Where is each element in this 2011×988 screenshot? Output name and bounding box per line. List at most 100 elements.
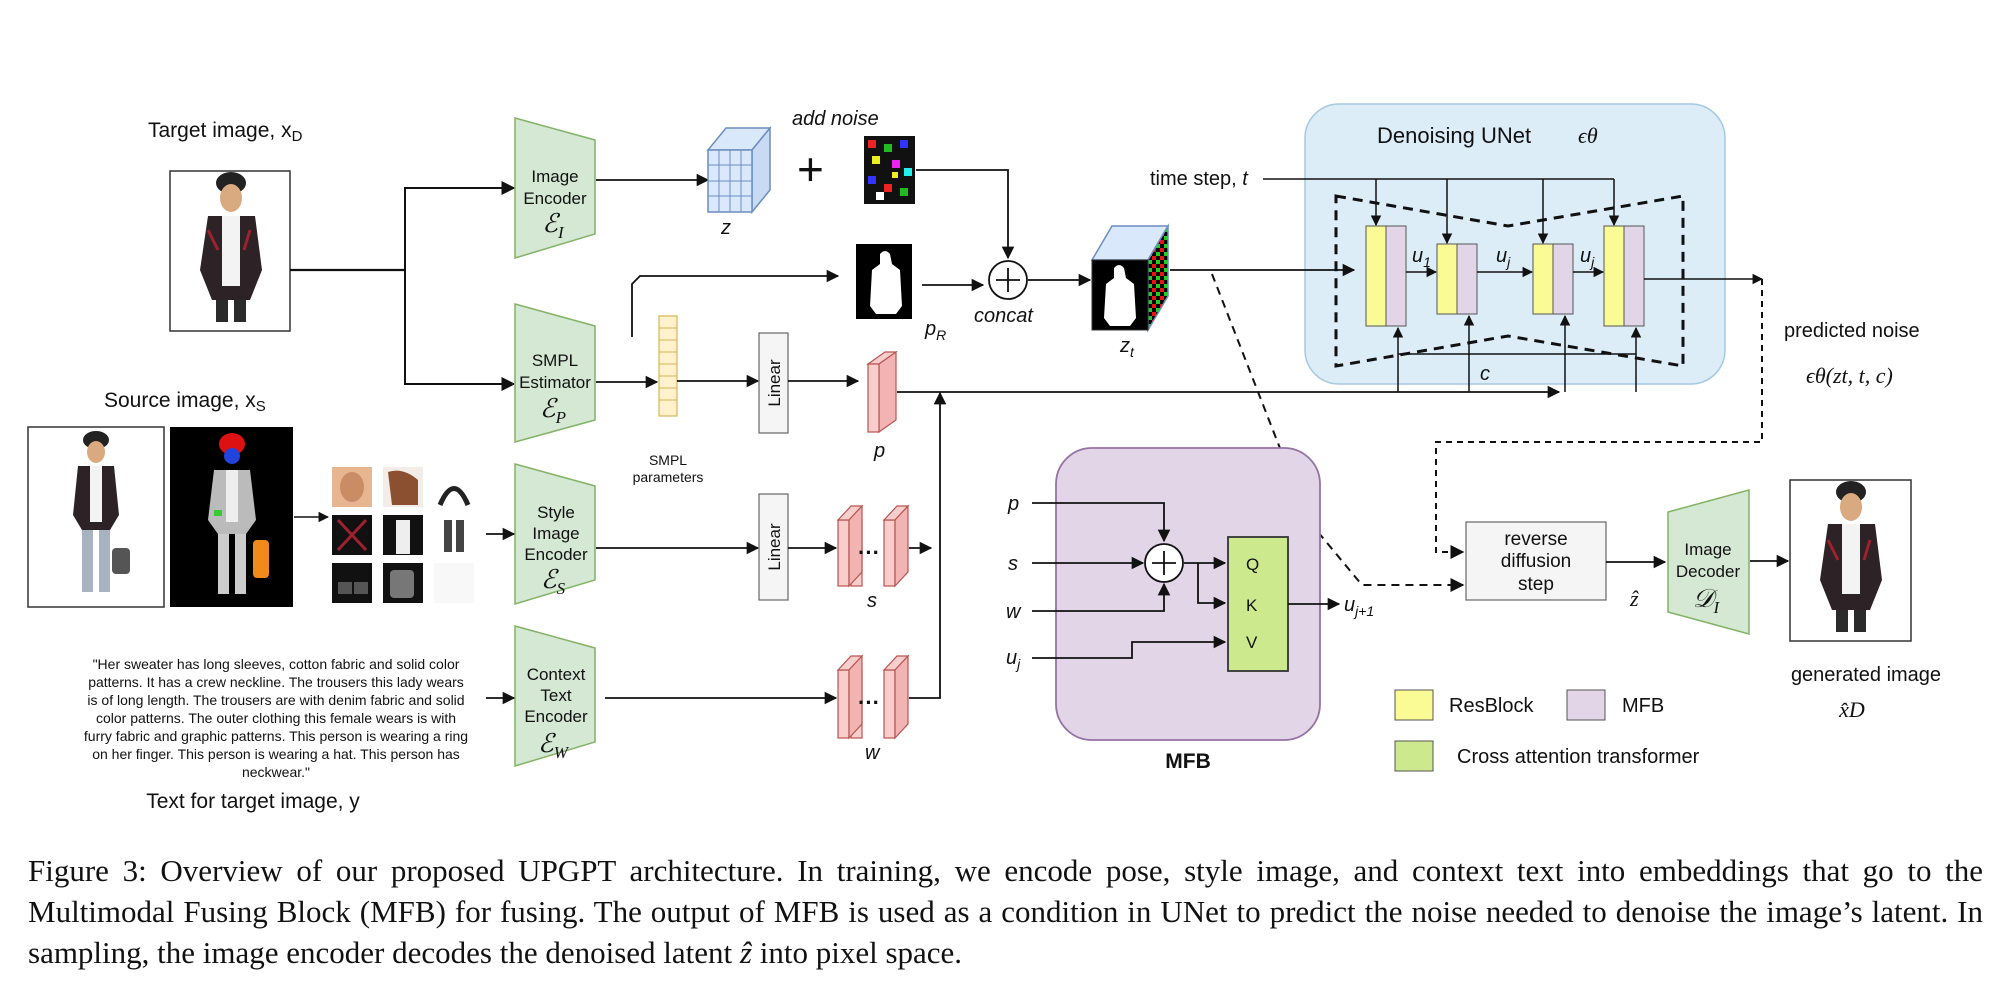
caption-text-end: into pixel space. [751,935,963,970]
svg-text:Estimator: Estimator [519,373,591,392]
z-hat-label: ẑ [1629,586,1639,611]
svg-text:neckwear.": neckwear." [242,764,310,780]
svg-text:Decoder: Decoder [1676,562,1741,581]
style-patches-grid [332,467,474,603]
svg-text:V: V [1246,633,1258,652]
svg-text:reverse: reverse [1504,529,1567,550]
source-parsing-image [170,427,293,607]
svg-text:Q: Q [1246,555,1259,574]
uj-label-b: uj [1580,245,1595,270]
mfb-block-1 [1385,225,1407,327]
legend-cross-attention-label: Cross attention transformer [1457,746,1700,768]
svg-text:···: ··· [858,540,880,565]
mfb-p-label: p [1007,493,1019,515]
svg-text:Text: Text [540,686,571,705]
svg-text:patterns. It has a crew neckli: patterns. It has a crew neckline. The tr… [88,674,464,690]
svg-text:···: ··· [858,690,880,715]
z-label: z [720,217,731,239]
u1-label: u1 [1412,245,1431,270]
legend-mfb-label: MFB [1622,695,1664,717]
svg-text:SMPL: SMPL [532,351,578,370]
mfb-block-2 [1456,243,1478,315]
pose-mask-label: pR [924,318,946,343]
resblock-4 [1603,225,1625,327]
mfb-title: MFB [1165,750,1211,773]
source-image [27,426,165,608]
resblock-3 [1532,243,1554,315]
smpl-params-label-2: parameters [633,469,704,485]
generated-image-formula: x̂D [1838,697,1865,722]
text-for-target-label: Text for target image, y [146,790,360,813]
context-text-encoder: Context Text Encoder ℰW [514,625,596,768]
svg-text:is of long length. The trouser: is of long length. The trousers are with… [87,692,464,708]
svg-text:ℰP: ℰP [540,394,566,427]
noisy-latent-zt [1090,223,1170,333]
svg-text:Encoder: Encoder [524,545,588,564]
p-label: p [873,440,885,462]
unet-symbol: ϵθ [1578,123,1598,148]
legend-mfb-swatch [1566,689,1606,721]
text-prompt: "Her sweater has long sleeves, cotton fa… [84,656,468,780]
svg-text:Linear: Linear [765,523,784,571]
unet-blocks [1365,225,1645,327]
s-label: s [867,590,877,612]
svg-text:ℰW: ℰW [538,729,570,762]
target-image [169,170,291,332]
uj-label-a: uj [1496,245,1511,270]
svg-text:color patterns. The outer clot: color patterns. The outer clothing this … [96,710,456,726]
resblock-1 [1365,225,1387,327]
svg-text:Image: Image [1684,540,1731,559]
mfb-uj-label: uj [1006,647,1021,672]
w-label: w [865,742,881,764]
cross-attention-transformer: Q K V [1227,536,1289,672]
concat-operator [988,260,1028,300]
mfb-sum-operator [1144,543,1184,583]
pose-mask-image [856,244,912,319]
caption-text: Figure 3: Overview of our proposed UPGPT… [28,853,1983,970]
svg-text:K: K [1246,596,1258,615]
svg-text:Image: Image [532,524,579,543]
source-image-label: Source image, xS [104,389,266,415]
legend-resblock-label: ResBlock [1449,695,1534,717]
svg-text:step: step [1518,574,1554,595]
legend: ResBlock MFB Cross attention transformer [1394,689,1700,772]
svg-text:Context: Context [527,665,586,684]
mfb-block-3 [1552,243,1574,315]
context-embedding-w: ··· [836,654,910,740]
pose-embedding-p [866,350,898,434]
unet-title: Denoising UNet [1377,123,1531,148]
smpl-estimator: SMPL Estimator ℰP [514,303,596,443]
smpl-params-label-1: SMPL [649,452,687,468]
linear-layer-bottom: Linear [758,493,789,601]
concat-label: concat [974,305,1034,327]
noise-image [864,136,915,204]
zt-label: zt [1119,335,1135,360]
target-image-label: Target image, xD [148,119,303,145]
time-step-label: time step, t [1150,168,1249,190]
mfb-s-label: s [1008,553,1018,575]
reverse-diffusion-step: reverse diffusion step [1465,521,1607,601]
mfb-block-4 [1623,225,1645,327]
svg-text:furry fabric and graphic patte: furry fabric and graphic patterns. This … [84,728,468,744]
svg-text:on her finger. This person is: on her finger. This person is wearing a … [92,746,460,762]
predicted-noise-label: predicted noise [1784,320,1920,342]
generated-image [1789,479,1912,642]
latent-z-cube [706,125,772,215]
plus-sign: + [797,143,824,195]
style-image-encoder: Style Image Encoder ℰS [514,463,596,606]
predicted-noise-formula: ϵθ(zt, t, c) [1806,363,1893,388]
add-noise-label: add noise [792,108,879,130]
svg-text:ℰS: ℰS [541,565,566,598]
c-label: c [1480,363,1490,385]
resblock-2 [1436,243,1458,315]
svg-text:Encoder: Encoder [523,189,587,208]
linear-layer-top: Linear [758,332,789,434]
unet-hourglass-dashed [1334,194,1685,368]
mfb-output-label: uj+1 [1344,594,1374,619]
generated-image-label: generated image [1791,664,1941,686]
smpl-parameters-vector [658,315,678,417]
style-embedding-s: ··· [836,504,910,588]
svg-text:"Her sweater has long sleeves,: "Her sweater has long sleeves, cotton fa… [93,656,460,672]
svg-text:Linear: Linear [765,359,784,407]
